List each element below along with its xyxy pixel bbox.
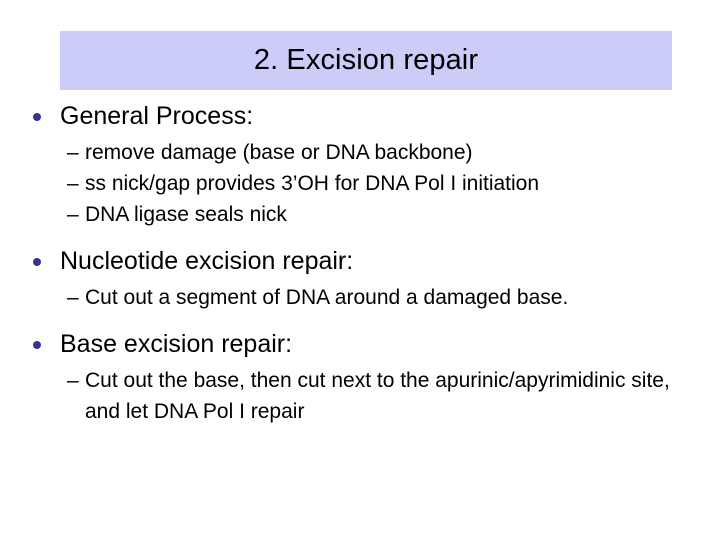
sub-bullet-item: – DNA ligase seals nick [0, 199, 720, 230]
spacer [0, 313, 720, 329]
sub-bullet-label: Cut out a segment of DNA around a damage… [85, 286, 569, 309]
bullet-label: Nucleotide excision repair: [60, 247, 354, 275]
bullet-item-base-excision-repair: Base excision repair: [0, 329, 720, 359]
dash-marker-icon: – [67, 203, 79, 226]
sub-bullet-group-base-excision-repair: – Cut out the base, then cut next to the… [0, 365, 720, 427]
dash-marker-icon: – [67, 141, 79, 164]
bullet-label: Base excision repair: [60, 330, 293, 358]
slide-body: General Process: – remove damage (base o… [0, 101, 720, 427]
bullet-dot-icon [33, 341, 41, 349]
dash-marker-icon: – [67, 286, 79, 309]
bullet-dot-icon [33, 113, 41, 121]
bullet-item-general-process: General Process: [0, 101, 720, 131]
bullet-label: General Process: [60, 102, 254, 130]
dash-marker-icon: – [67, 369, 79, 392]
sub-bullet-group-general-process: – remove damage (base or DNA backbone) –… [0, 137, 720, 230]
slide-title-bar: 2. Excision repair [60, 31, 672, 90]
sub-bullet-item: – ss nick/gap provides 3’OH for DNA Pol … [0, 168, 720, 199]
sub-bullet-label: Cut out the base, then cut next to the a… [85, 369, 670, 423]
spacer [0, 230, 720, 246]
sub-bullet-item: – Cut out the base, then cut next to the… [0, 365, 720, 427]
sub-bullet-label: DNA ligase seals nick [85, 203, 287, 226]
sub-bullet-label: ss nick/gap provides 3’OH for DNA Pol I … [85, 172, 540, 195]
sub-bullet-item: – Cut out a segment of DNA around a dama… [0, 282, 720, 313]
bullet-dot-icon [33, 258, 41, 266]
sub-bullet-group-nucleotide-excision-repair: – Cut out a segment of DNA around a dama… [0, 282, 720, 313]
sub-bullet-label: remove damage (base or DNA backbone) [85, 141, 473, 164]
page-title: 2. Excision repair [253, 44, 479, 76]
sub-bullet-item: – remove damage (base or DNA backbone) [0, 137, 720, 168]
dash-marker-icon: – [67, 172, 79, 195]
bullet-item-nucleotide-excision-repair: Nucleotide excision repair: [0, 246, 720, 276]
